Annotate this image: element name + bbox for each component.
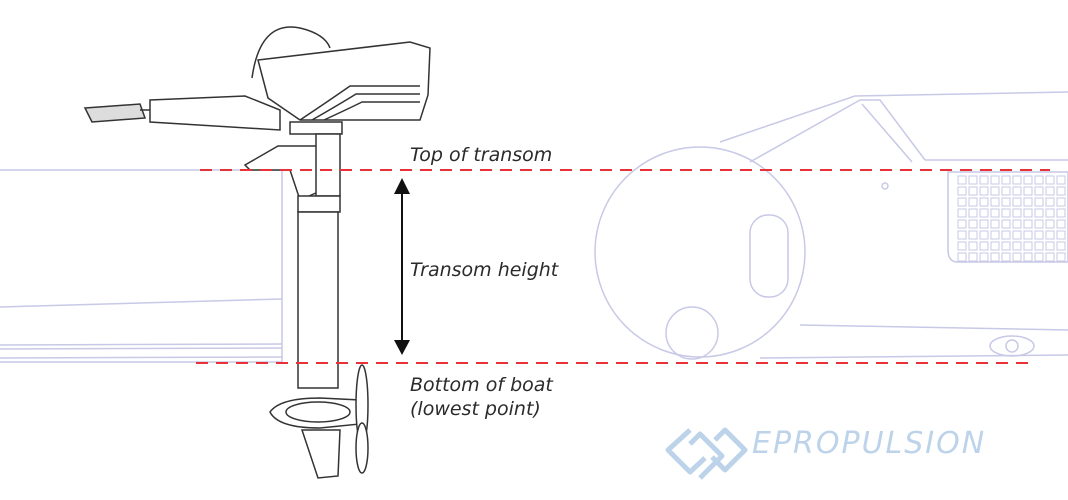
hull-grid-cell [1001,186,1011,196]
hull-grid-cell [1023,197,1033,207]
hull-grid-cell [968,175,978,185]
hull-grid-cell [990,208,1000,218]
hull-grid [957,175,1066,262]
hull-grid-cell [990,186,1000,196]
hull-grid-cell [1012,219,1022,229]
hull-grid-cell [990,241,1000,251]
hull-grid-cell [990,252,1000,262]
hull-grid-cell [1012,230,1022,240]
hull-grid-cell [968,219,978,229]
hull-grid-cell [957,241,967,251]
epropulsion-logo-text: EPROPULSION [752,426,987,461]
transom-height-arrow [394,178,410,355]
hull-grid-cell [1023,208,1033,218]
hull-grid-cell [990,175,1000,185]
hull-grid-cell [1056,219,1066,229]
hull-grid-cell [957,230,967,240]
hull-grid-cell [1023,230,1033,240]
hull-grid-cell [1034,252,1044,262]
hull-grid-cell [957,208,967,218]
hull-grid-cell [979,197,989,207]
hull-grid-cell [957,197,967,207]
hull-grid-cell [1012,197,1022,207]
hull-grid-cell [979,230,989,240]
hull-grid-cell [1012,252,1022,262]
hull-grid-cell [1056,186,1066,196]
hull-grid-cell [1001,175,1011,185]
hull-grid-cell [1045,197,1055,207]
hull-grid-cell [1056,241,1066,251]
hull-grid-cell [1001,241,1011,251]
hull-grid-cell [1045,230,1055,240]
hull-grid-cell [1001,230,1011,240]
hull-grid-cell [1034,208,1044,218]
hull-grid-cell [1034,175,1044,185]
hull-grid-cell [968,230,978,240]
epropulsion-logo-icon [665,427,748,480]
hull-grid-cell [1001,252,1011,262]
hull-grid-cell [979,219,989,229]
boat-outline [0,91,1068,363]
hull-grid-cell [968,241,978,251]
hull-grid-cell [1045,219,1055,229]
hull-grid-cell [979,241,989,251]
hull-grid-cell [979,175,989,185]
hull-grid-cell [1034,219,1044,229]
hull-grid-cell [1056,230,1066,240]
hull-grid-cell [968,208,978,218]
hull-grid-cell [979,208,989,218]
label-bottom-of-boat: Bottom of boat [410,374,553,396]
label-lowest-point: (lowest point) [410,398,541,420]
hull-grid-cell [1034,230,1044,240]
hull-grid-cell [990,230,1000,240]
hull-grid-cell [968,197,978,207]
hull-grid-cell [968,252,978,262]
hull-grid-cell [1034,186,1044,196]
hull-grid-cell [979,186,989,196]
hull-grid-cell [1056,197,1066,207]
hull-grid-cell [1012,175,1022,185]
hull-grid-cell [1056,252,1066,262]
hull-grid-cell [979,252,989,262]
hull-grid-cell [1012,186,1022,196]
hull-grid-cell [1012,208,1022,218]
label-top-of-transom: Top of transom [410,144,553,166]
outboard-motor [83,26,431,479]
hull-grid-cell [1012,241,1022,251]
hull-grid-cell [1045,175,1055,185]
hull-grid-cell [957,252,967,262]
hull-grid-cell [1001,219,1011,229]
hull-grid-cell [1045,186,1055,196]
hull-grid-cell [1023,252,1033,262]
hull-grid-cell [1023,219,1033,229]
hull-grid-cell [990,197,1000,207]
hull-grid-cell [1034,241,1044,251]
hull-grid-cell [1045,208,1055,218]
hull-grid-cell [1001,197,1011,207]
hull-grid-cell [957,186,967,196]
hull-circle [594,146,806,358]
hull-grid-cell [1023,186,1033,196]
hull-grid-cell [1056,208,1066,218]
hull-grid-cell [1034,197,1044,207]
hull-grid-cell [968,186,978,196]
label-transom-height: Transom height [410,259,559,281]
hull-grid-cell [1056,175,1066,185]
hull-grid-cell [957,219,967,229]
hull-grid-cell [1023,175,1033,185]
hull-grid-cell [957,175,967,185]
hull-grid-cell [1045,241,1055,251]
hull-grid-cell [1001,208,1011,218]
hull-grid-cell [1023,241,1033,251]
hull-grid-cell [1045,252,1055,262]
hull-grid-cell [990,219,1000,229]
